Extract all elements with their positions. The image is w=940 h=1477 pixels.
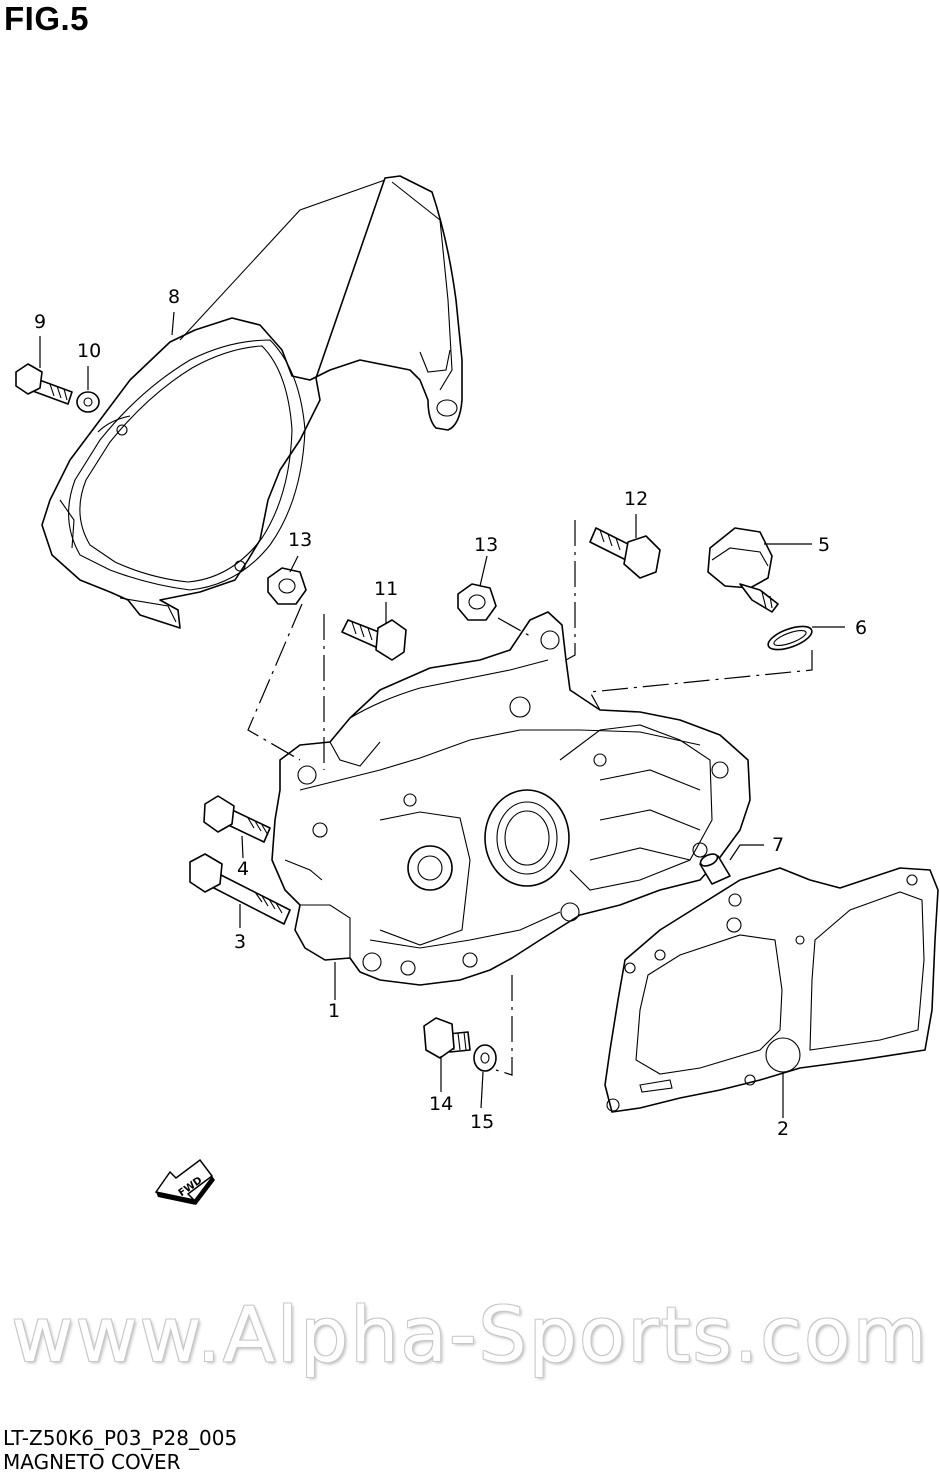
gasket-part-2 <box>604 867 939 1113</box>
callout-9: 9 <box>34 311 46 333</box>
dowel-pin-part-7 <box>699 853 731 885</box>
callout-4: 4 <box>237 858 249 880</box>
callout-13-left: 13 <box>288 529 312 551</box>
callout-3: 3 <box>234 931 246 953</box>
assembly-lines <box>247 520 813 1076</box>
callout-7: 7 <box>772 834 784 856</box>
callout-2: 2 <box>777 1118 789 1140</box>
bolt-part-3 <box>189 853 291 925</box>
callout-1: 1 <box>328 1000 340 1022</box>
bolt-part-12 <box>589 527 661 579</box>
bolt-part-9 <box>15 363 73 405</box>
bolt-part-4 <box>203 795 271 843</box>
bolt-part-14 <box>423 1017 471 1059</box>
callout-13-right: 13 <box>474 534 498 556</box>
nut-part-13-left <box>267 567 307 605</box>
magneto-cover-part-8 <box>41 175 463 629</box>
washer-part-10 <box>76 391 100 413</box>
diagram-code: LT-Z50K6_P03_P28_005 <box>3 1426 238 1450</box>
callout-5: 5 <box>818 534 830 556</box>
callout-12: 12 <box>624 488 648 510</box>
crankcase-part-1 <box>271 611 751 986</box>
watermark-text: www.Alpha-Sports.com <box>11 1290 929 1379</box>
callout-10: 10 <box>77 340 101 362</box>
leader-lines <box>39 311 845 1118</box>
nut-part-13-right <box>457 583 497 621</box>
callout-8: 8 <box>168 286 180 308</box>
fwd-arrow-icon: FWD <box>154 1158 215 1205</box>
callout-6: 6 <box>855 617 867 639</box>
figure-title: FIG.5 <box>4 0 90 37</box>
bolt-part-11 <box>341 619 407 661</box>
o-ring-part-6 <box>767 625 813 651</box>
diagram-caption: MAGNETO COVER <box>3 1450 181 1474</box>
callout-15: 15 <box>470 1111 494 1133</box>
filler-plug-part-5 <box>707 527 779 613</box>
callout-14: 14 <box>429 1093 453 1115</box>
washer-part-15 <box>473 1044 497 1072</box>
callout-11: 11 <box>374 578 398 600</box>
